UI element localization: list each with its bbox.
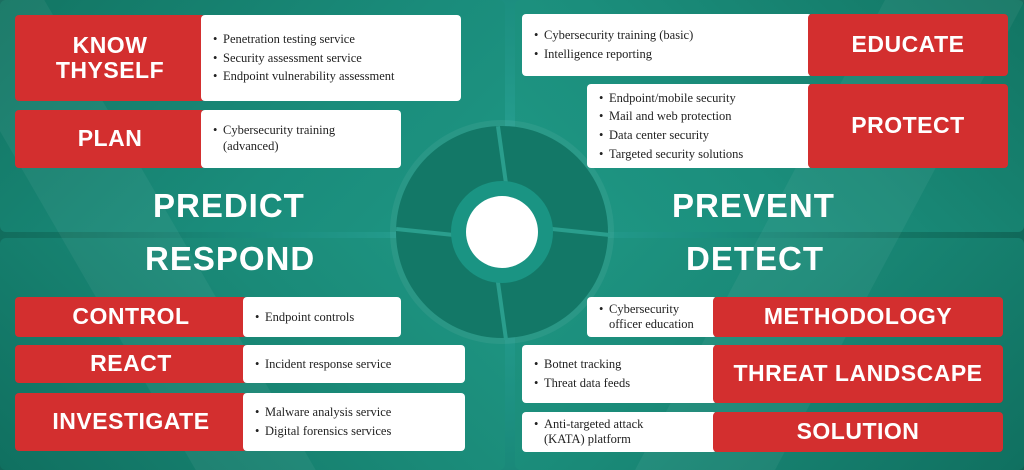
list-item: Endpoint controls: [255, 308, 389, 327]
wheel-center: [466, 196, 538, 268]
list-item: Security assessment service: [213, 49, 449, 68]
block-know-thyself: KNOW THYSELF Penetration testing service…: [15, 15, 461, 101]
phase-detect: DETECT: [686, 240, 824, 277]
block-items: Anti-targeted attack (KATA) platform: [522, 412, 717, 452]
block-items: Cybersecurity training (basic) Intellige…: [522, 14, 812, 76]
list-item: Cybersecurity training (basic): [534, 26, 800, 45]
list-item: Cybersecurity officer education: [599, 302, 705, 332]
block-educate: Cybersecurity training (basic) Intellige…: [522, 14, 1008, 76]
block-control: CONTROL Endpoint controls: [15, 297, 401, 337]
block-label: THREAT LANDSCAPE: [713, 345, 1003, 403]
block-label: INVESTIGATE: [15, 393, 247, 451]
block-items: Malware analysis service Digital forensi…: [243, 393, 465, 451]
list-item: Endpoint vulnerability assessment: [213, 67, 449, 86]
phase-respond: RESPOND: [145, 240, 316, 277]
phase-predict: PREDICT: [153, 187, 305, 224]
list-item: Intelligence reporting: [534, 45, 800, 64]
block-items: Incident response service: [243, 345, 465, 383]
block-items: Cybersecurity training (advanced): [201, 110, 401, 168]
block-label: EDUCATE: [808, 14, 1008, 76]
block-methodology: Cybersecurity officer education METHODOL…: [587, 297, 1003, 337]
list-item: Cybersecurity training (advanced): [213, 123, 389, 154]
block-label: CONTROL: [15, 297, 247, 337]
list-item: Digital forensics services: [255, 422, 453, 441]
phase-prevent: PREVENT: [672, 187, 835, 224]
list-item: Malware analysis service: [255, 403, 453, 422]
block-label: PLAN: [15, 110, 205, 168]
list-item: Botnet tracking: [534, 355, 705, 374]
block-threat-landscape: Botnet tracking Threat data feeds THREAT…: [522, 345, 1003, 403]
block-label: SOLUTION: [713, 412, 1003, 452]
block-items: Penetration testing service Security ass…: [201, 15, 461, 101]
block-plan: PLAN Cybersecurity training (advanced): [15, 110, 401, 168]
block-label: REACT: [15, 345, 247, 383]
block-label: PROTECT: [808, 84, 1008, 168]
list-item: Anti-targeted attack (KATA) platform: [534, 417, 705, 447]
list-item: Data center security: [599, 126, 800, 145]
block-items: Endpoint controls: [243, 297, 401, 337]
block-solution: Anti-targeted attack (KATA) platform SOL…: [522, 412, 1003, 452]
block-label: KNOW THYSELF: [15, 15, 205, 101]
list-item: Penetration testing service: [213, 30, 449, 49]
block-investigate: INVESTIGATE Malware analysis service Dig…: [15, 393, 465, 451]
list-item: Mail and web protection: [599, 107, 800, 126]
block-protect: Endpoint/mobile security Mail and web pr…: [587, 84, 1008, 168]
block-label: METHODOLOGY: [713, 297, 1003, 337]
block-items: Botnet tracking Threat data feeds: [522, 345, 717, 403]
block-items: Cybersecurity officer education: [587, 297, 717, 337]
list-item: Targeted security solutions: [599, 145, 800, 164]
list-item: Incident response service: [255, 355, 453, 374]
block-items: Endpoint/mobile security Mail and web pr…: [587, 84, 812, 168]
list-item: Endpoint/mobile security: [599, 89, 800, 108]
list-item: Threat data feeds: [534, 374, 705, 393]
block-react: REACT Incident response service: [15, 345, 465, 383]
